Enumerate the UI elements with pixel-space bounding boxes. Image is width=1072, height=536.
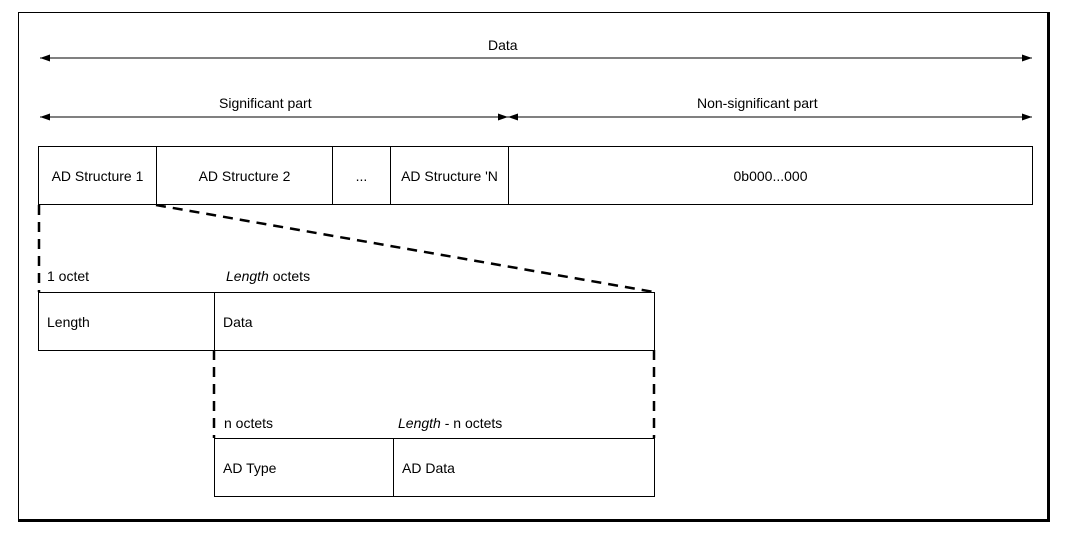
data-field-header-rest: octets <box>268 268 311 284</box>
data-field-label: Data <box>223 313 253 330</box>
length-field-label: Length <box>47 313 90 330</box>
data-field-header: Length octets <box>226 268 310 284</box>
ad-structure-2-box: AD Structure 2 <box>156 146 333 205</box>
ad-type-box: AD Type <box>214 438 394 497</box>
expansion-lines-level3 <box>212 350 656 438</box>
ad-structure-n-box: AD Structure 'N <box>390 146 509 205</box>
ad-data-box: AD Data <box>393 438 655 497</box>
length-field-header: 1 octet <box>47 268 90 284</box>
data-span-label: Data <box>488 37 518 53</box>
ad-structure-ellipsis-label: ... <box>355 167 368 184</box>
diagram-frame <box>18 12 1050 522</box>
padding-box: 0b000...000 <box>508 146 1033 205</box>
ad-data-field-header-italic: Length <box>398 415 441 431</box>
ad-structure-1-box: AD Structure 1 <box>38 146 157 205</box>
significant-span-label: Significant part <box>219 95 312 111</box>
ad-structure-1-label: AD Structure 1 <box>51 167 144 184</box>
ad-structure-n-label: AD Structure 'N <box>401 167 498 184</box>
data-field-header-italic: Length <box>226 268 269 284</box>
ad-data-field-header-rest: - n octets <box>440 415 503 431</box>
data-field-box: Data <box>214 292 655 351</box>
ad-type-field-header: n octets <box>224 415 274 431</box>
expansion-lines-level2 <box>37 203 655 294</box>
ad-type-label: AD Type <box>223 459 277 476</box>
padding-label: 0b000...000 <box>733 167 808 184</box>
ad-data-label: AD Data <box>402 459 455 476</box>
length-field-box: Length <box>38 292 215 351</box>
ad-structure-ellipsis-box: ... <box>332 146 391 205</box>
ad-data-field-header: Length - n octets <box>398 415 502 431</box>
ad-structure-2-label: AD Structure 2 <box>198 167 291 184</box>
nonsignificant-span-label: Non-significant part <box>697 95 818 111</box>
